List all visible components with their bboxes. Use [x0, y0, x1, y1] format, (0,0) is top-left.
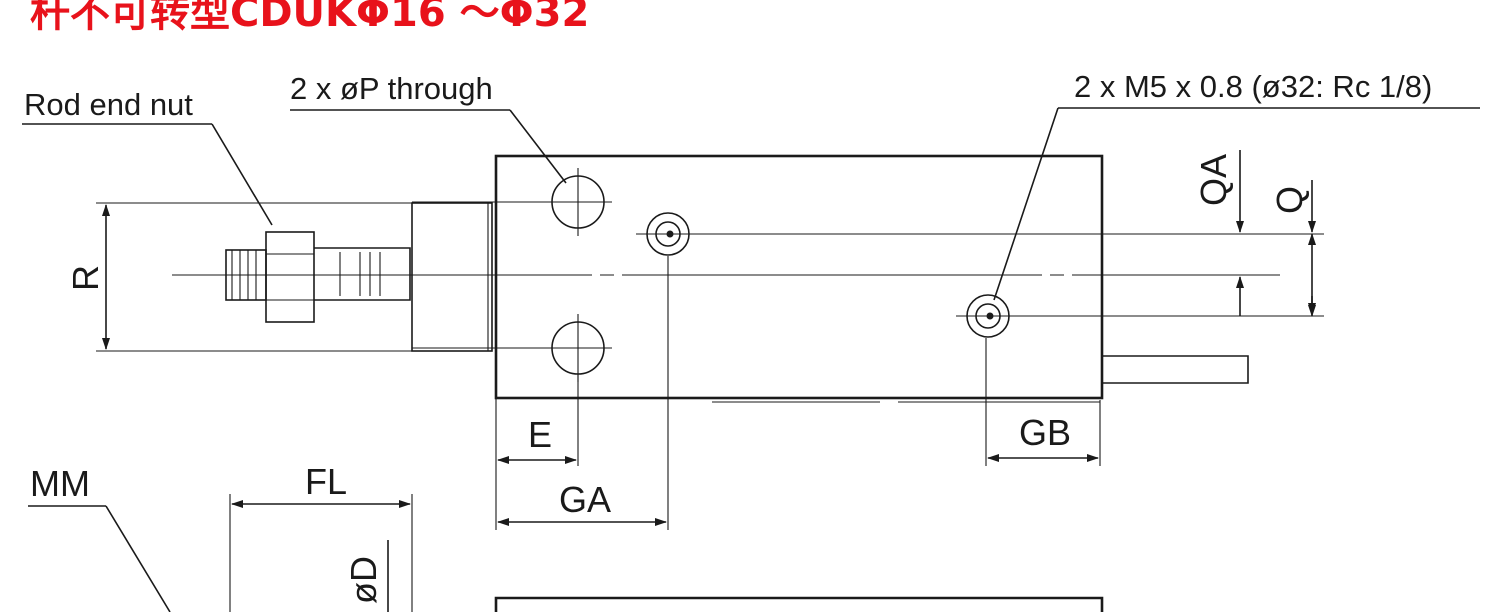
- dim-ga: GA: [559, 479, 611, 520]
- dim-r: R: [65, 265, 106, 291]
- dim-mm: MM: [30, 463, 90, 504]
- dim-od: øD: [343, 556, 384, 604]
- dim-e: E: [528, 414, 552, 455]
- port-leader: [993, 107, 1059, 301]
- mm-leader: [105, 505, 171, 612]
- dim-q: Q: [1269, 186, 1310, 214]
- dim-gb: GB: [1019, 412, 1071, 453]
- cylinder-body: [494, 154, 1104, 400]
- through-hole-lower: [544, 314, 612, 382]
- rod-end-nut-label: Rod end nut: [24, 87, 193, 122]
- through-hole-label: 2 x øP through: [290, 71, 493, 106]
- rod-end-nut: [265, 231, 315, 323]
- port-head-side: [636, 212, 710, 256]
- lower-body-outline: [494, 596, 1104, 612]
- through-hole-leader: [509, 109, 567, 184]
- rod-cover: [411, 202, 493, 352]
- dim-fl: FL: [305, 461, 347, 502]
- rod-end-nut-leader: [211, 123, 273, 226]
- through-hole-upper: [544, 168, 612, 236]
- switch-cable: [1102, 355, 1249, 384]
- drawing-title: 杆不可转型CDUKΦ16 ～Φ32: [30, 0, 589, 36]
- piston-rod: [314, 247, 411, 301]
- dim-qa: QA: [1193, 154, 1234, 206]
- port-label: 2 x M5 x 0.8 (ø32: Rc 1/8): [1074, 69, 1432, 104]
